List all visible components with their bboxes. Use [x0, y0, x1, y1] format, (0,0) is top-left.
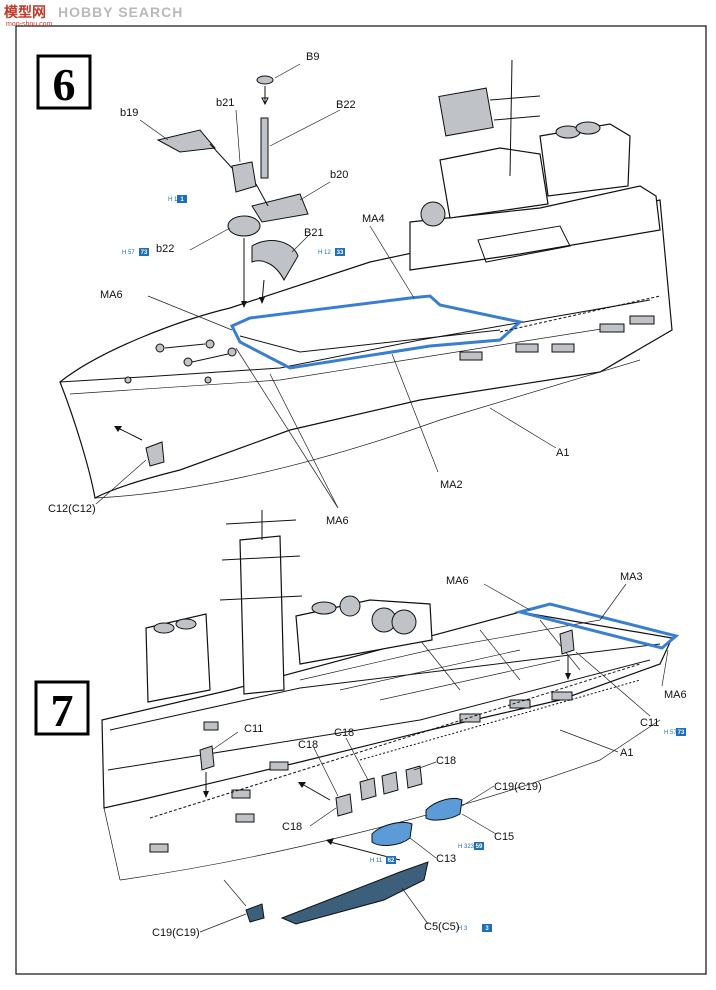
svg-text:3: 3 [485, 926, 489, 932]
label-c11-right: C11 [640, 717, 659, 729]
label-b22-lower: b22 [156, 243, 174, 255]
island-superstructure-7 [145, 510, 433, 703]
paint-ref-7-b: H 323 59 [458, 842, 484, 850]
bow-deck-fittings [124, 339, 237, 384]
hull-keel [94, 359, 641, 499]
paint-ref-7-d: H 3 3 [458, 924, 492, 932]
part-b21-lower [231, 161, 257, 193]
step-6: 6 [36, 51, 673, 527]
label-ma6-right: MA6 [664, 689, 687, 701]
part-c11-right [559, 629, 575, 655]
part-b22-lower [227, 215, 261, 237]
part-b21-upper [251, 240, 299, 282]
page-border [15, 25, 707, 975]
part-b22-mast [260, 117, 269, 179]
label-c18-d: C18 [282, 821, 302, 833]
hull-keel-7 [119, 719, 661, 881]
label-c13: C13 [436, 853, 456, 865]
label-c5: C5(C5) [424, 921, 459, 933]
svg-text:1: 1 [180, 197, 184, 203]
label-c19-right: C19(C19) [494, 781, 542, 793]
svg-text:H 3: H 3 [458, 926, 468, 932]
ma3-deck-outline [514, 602, 680, 650]
part-c5 [280, 861, 429, 925]
paint-ref-7-a: H 57 73 [664, 728, 686, 736]
watermark-logo: 模型网 [4, 4, 46, 21]
label-c18-a: C18 [298, 739, 318, 751]
label-b22-upper: B22 [336, 99, 356, 111]
watermark-url: moo-shou.com [6, 21, 52, 28]
label-c15: C15 [494, 831, 514, 843]
paint-ref-7-c: H 11 62 [370, 856, 396, 864]
label-ma6-left: MA6 [100, 289, 123, 301]
label-b19: b19 [120, 107, 138, 119]
hull-deck-edge [59, 299, 651, 383]
part-c19 [245, 903, 265, 923]
label-b21-lower: b21 [216, 97, 234, 109]
hull-side-fittings-6 [459, 295, 661, 361]
label-a1-7: A1 [620, 747, 633, 759]
svg-text:62: 62 [388, 858, 395, 864]
part-b20 [251, 193, 309, 223]
svg-text:59: 59 [476, 844, 483, 850]
label-ma6-bottom: MA6 [326, 515, 349, 527]
part-c13 [371, 821, 413, 846]
exploded-parts-6 [156, 75, 309, 308]
watermark-search: HOBBY SEARCH [58, 4, 183, 20]
label-ma6-top: MA6 [446, 575, 469, 587]
svg-text:H 57: H 57 [664, 730, 677, 736]
label-a1-6: A1 [556, 447, 569, 459]
leader-lines-6 [95, 63, 557, 509]
svg-text:73: 73 [678, 730, 685, 736]
flight-deck-edge-7 [109, 643, 661, 731]
label-c12: C12(C12) [48, 503, 96, 515]
svg-text:H 12: H 12 [318, 250, 331, 256]
label-b9: B9 [306, 51, 319, 63]
svg-text:33: 33 [337, 250, 344, 256]
paint-ref-6-c: H 12 33 [318, 248, 345, 256]
watermark: 模型网 HOBBY SEARCH moo-shou.com [4, 4, 183, 28]
c18-parts [298, 765, 423, 817]
part-b19 [156, 129, 216, 153]
part-c15 [425, 797, 463, 821]
ma4-deck-outline [229, 294, 524, 370]
label-c18-c: C18 [436, 755, 456, 767]
svg-text:H 11: H 11 [370, 858, 383, 864]
part-b9 [256, 75, 274, 85]
label-ma2: MA2 [440, 479, 463, 491]
step-7-box [34, 680, 90, 736]
step-6-number: 6 [53, 59, 76, 110]
part-c11-left [199, 745, 215, 771]
flight-deck-grid-7 [299, 619, 601, 701]
paint-ref-6-b: H 57 73 [122, 248, 149, 256]
svg-text:H 323: H 323 [458, 844, 475, 850]
label-c19-left: C19(C19) [152, 927, 200, 939]
svg-text:73: 73 [141, 250, 148, 256]
label-c18-b: C18 [334, 727, 354, 739]
step-6-box [36, 54, 92, 110]
svg-text:H 1: H 1 [168, 197, 178, 203]
label-ma3: MA3 [620, 571, 643, 583]
island-superstructure-6 [409, 59, 661, 271]
ski-jump-ramp [239, 329, 501, 353]
svg-text:H 57: H 57 [122, 250, 135, 256]
paint-ref-6-a: H 1 1 [168, 195, 187, 203]
label-ma4: MA4 [362, 213, 385, 225]
step-7-number: 7 [51, 685, 74, 736]
label-c11-left: C11 [244, 723, 263, 735]
hull-waterline [69, 325, 621, 395]
leader-lines-7 [199, 583, 669, 933]
step-7: 7 [34, 510, 687, 939]
hull-side-fittings-7 [149, 663, 641, 853]
ship-hull-bow [59, 199, 673, 499]
hull-side-join-7 [103, 807, 121, 881]
label-b21-upper: B21 [304, 227, 324, 239]
part-c12 [145, 441, 165, 467]
label-b20: b20 [330, 169, 348, 181]
